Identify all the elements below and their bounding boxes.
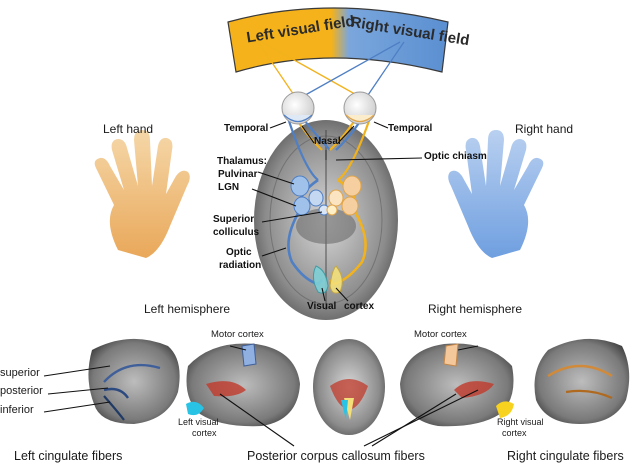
colliculus-label: colliculus	[213, 227, 260, 238]
visual-label: Visual	[307, 301, 337, 312]
motor-cortex-right-label: Motor cortex	[414, 329, 467, 340]
optic-chiasm-label: Optic chiasm	[424, 151, 487, 162]
nasal-label: Nasal	[314, 136, 341, 147]
right-hand	[448, 130, 544, 258]
right-visual-cortex-label-2: cortex	[502, 428, 527, 438]
eyes	[281, 91, 377, 125]
optic-label: Optic	[226, 247, 252, 258]
visual-field-arc	[227, 7, 449, 73]
cortex-label: cortex	[344, 301, 375, 312]
thalamus-label: Thalamus:	[217, 156, 268, 167]
posterior-cc-caption: Posterior corpus callosum fibers	[247, 449, 425, 463]
superior-fiber-label: superior	[0, 367, 40, 379]
left-hemisphere-label: Left hemisphere	[144, 302, 231, 316]
lgn-label: LGN	[218, 182, 240, 193]
right-sagittal-brain	[534, 338, 630, 424]
right-hemisphere-label: Right hemisphere	[428, 302, 523, 316]
left-hand-label: Left hand	[103, 122, 154, 136]
inferior-fiber-label: inferior	[0, 404, 34, 416]
bottom-leader-lines	[43, 345, 479, 447]
temporal-right-label: Temporal	[388, 123, 433, 134]
left-visual-cortex-label-1: Left visual	[178, 417, 219, 427]
axial-leader-lines	[251, 121, 423, 302]
left-cingulate-caption: Left cingulate fibers	[14, 449, 123, 463]
thalamic-nuclei	[290, 175, 362, 216]
middle-axial-brain	[313, 339, 385, 435]
left-medial-brain	[186, 343, 300, 427]
temporal-left-label: Temporal	[224, 123, 269, 134]
right-medial-brain	[400, 343, 514, 427]
right-visual-cortex-label-1: Right visual	[497, 417, 544, 427]
pulvinar-label: Pulvinar	[218, 169, 258, 180]
right-hand-label: Right hand	[515, 122, 574, 136]
posterior-fiber-label: posterior	[0, 385, 43, 397]
radiation-label: radiation	[219, 260, 262, 271]
motor-cortex-left-label: Motor cortex	[211, 329, 264, 340]
right-cingulate-caption: Right cingulate fibers	[507, 449, 624, 463]
left-hand	[94, 130, 190, 258]
left-sagittal-brain	[88, 338, 180, 424]
left-visual-cortex-label-2: cortex	[192, 428, 217, 438]
superior-label: Superior	[213, 214, 255, 225]
axial-visual-cortex	[312, 265, 343, 294]
